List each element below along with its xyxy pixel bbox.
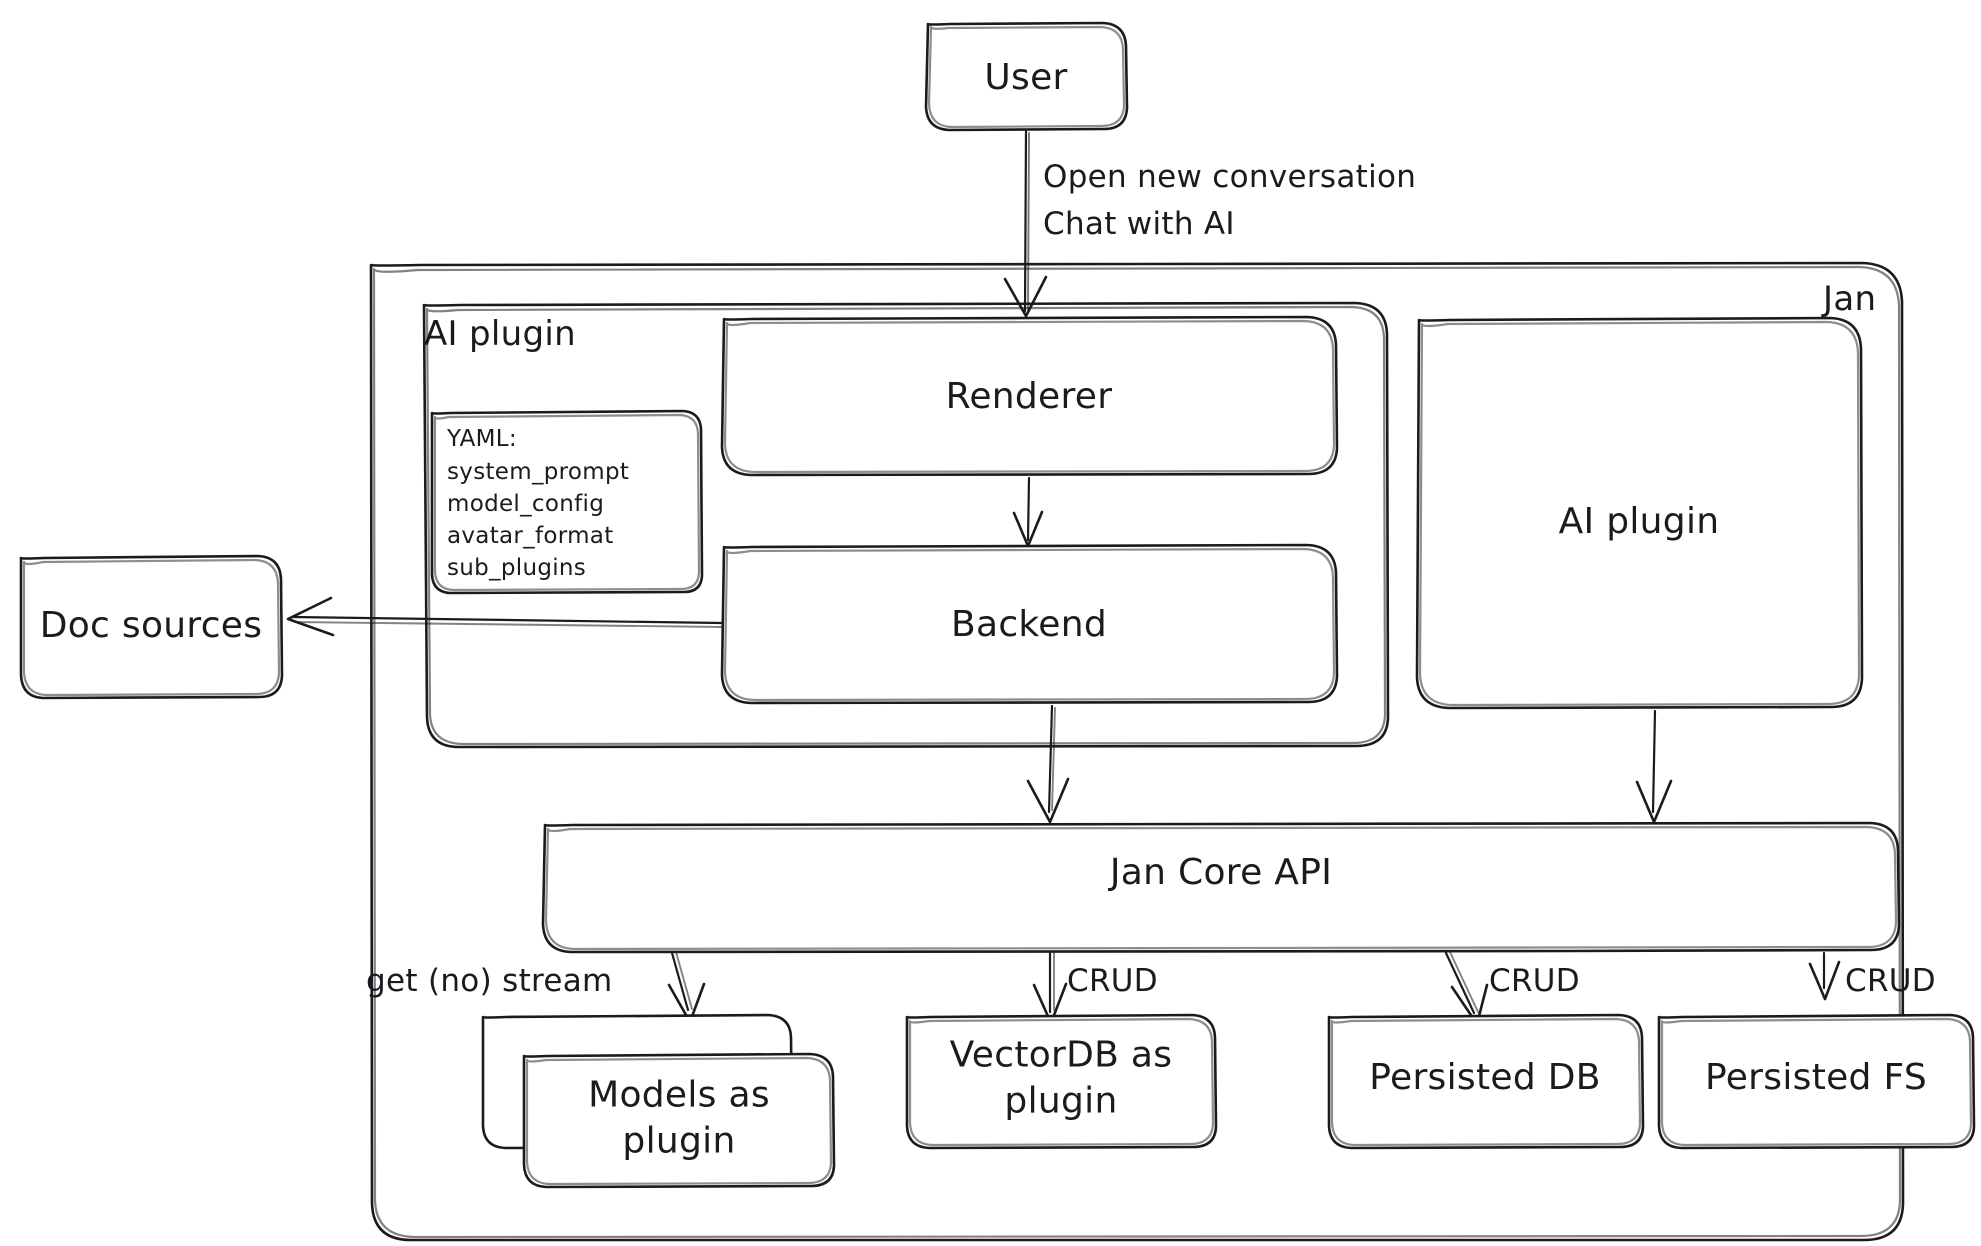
- node-doc-sources-outline: [19, 554, 284, 700]
- node-yaml-card-outline: [430, 409, 704, 595]
- node-persisted-db-outline: [1327, 1013, 1645, 1150]
- yaml-key-sub-plugins: sub_plugins: [447, 555, 587, 581]
- edge-label-crud-persisted-fs: CRUD: [1845, 963, 1936, 999]
- node-doc-sources-label: Doc sources: [39, 604, 263, 646]
- node-user-outline: [924, 21, 1129, 132]
- edge-label-get-no-stream: get (no) stream: [366, 963, 613, 999]
- edge-core-api-to-persisted-fs: [1808, 951, 1841, 1001]
- group-ai-plugin-outline: [422, 301, 1390, 749]
- edge-backend-to-doc-sources: [286, 596, 724, 637]
- node-persisted-fs-outline: [1657, 1013, 1976, 1150]
- edge-label-crud-persisted-db: CRUD: [1489, 963, 1580, 999]
- edge-label-chat-with-ai: Chat with AI: [1043, 206, 1235, 242]
- edge-renderer-to-backend: [1012, 476, 1044, 548]
- edge-core-api-to-persisted-db: [1444, 951, 1489, 1026]
- node-vectordb-plugin-label-line2: plugin: [1004, 1080, 1118, 1122]
- edge-user-to-renderer: [1003, 129, 1048, 318]
- yaml-card-heading: YAML:: [447, 426, 517, 452]
- node-backend-label: Backend: [950, 603, 1108, 645]
- node-ai-plugin-box-outline: [1415, 316, 1864, 710]
- node-jan-core-api-outline: [541, 821, 1901, 954]
- edge-ai-plugin-to-core-api: [1635, 709, 1673, 824]
- edge-backend-to-core-api: [1026, 704, 1070, 824]
- node-user-label: User: [984, 56, 1068, 98]
- node-renderer-label: Renderer: [945, 375, 1113, 417]
- node-models-plugin-label-line1: Models as: [588, 1074, 770, 1116]
- group-jan-outline: [369, 261, 1905, 1242]
- edge-core-api-to-vectordb: [1032, 951, 1068, 1025]
- node-ai-plugin-box-label: AI plugin: [1558, 500, 1720, 542]
- node-vectordb-plugin-label-line1: VectorDB as: [949, 1034, 1173, 1076]
- yaml-key-system-prompt: system_prompt: [447, 459, 630, 485]
- node-persisted-fs-label: Persisted FS: [1705, 1056, 1927, 1098]
- yaml-key-model-config: model_config: [447, 491, 605, 517]
- node-models-plugin-label-line2: plugin: [622, 1120, 736, 1162]
- group-ai-plugin-label: AI plugin: [424, 314, 576, 354]
- node-backend-outline: [720, 543, 1339, 705]
- yaml-key-avatar-format: avatar_format: [447, 523, 614, 549]
- node-vectordb-plugin-outline: [905, 1013, 1218, 1150]
- edge-label-open-new-conversation: Open new conversation: [1043, 159, 1417, 195]
- group-jan-label: Jan: [1823, 279, 1877, 319]
- edge-core-api-to-models: [667, 951, 706, 1024]
- node-jan-core-api-label: Jan Core API: [1109, 851, 1333, 893]
- node-models-plugin-outline: [481, 1013, 836, 1189]
- edge-label-crud-vectordb: CRUD: [1067, 963, 1158, 999]
- node-persisted-db-label: Persisted DB: [1369, 1056, 1601, 1098]
- node-renderer-outline: [720, 315, 1339, 477]
